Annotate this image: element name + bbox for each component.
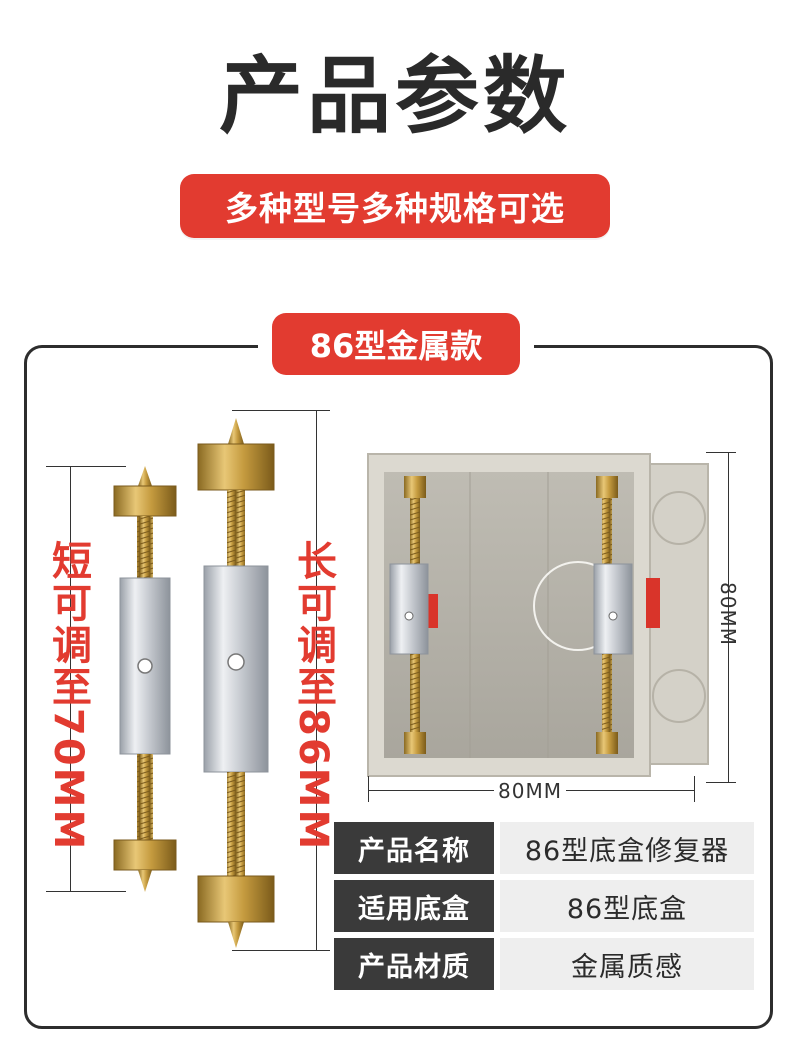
long-rod-image <box>197 418 275 948</box>
spec-row: 适用底盒 86型底盒 <box>334 880 754 932</box>
box-height-label: 80MM <box>716 582 740 646</box>
spec-table: 产品名称 86型底盒修复器 适用底盒 86型底盒 产品材质 金属质感 <box>334 822 754 996</box>
long-rod-dim-vertical <box>316 410 317 950</box>
spec-row: 产品材质 金属质感 <box>334 938 754 990</box>
box-width-label: 80MM <box>494 779 566 803</box>
short-rod-dim-bottom <box>46 891 126 892</box>
box-height-dim-bottom <box>706 782 736 783</box>
spec-value: 金属质感 <box>500 938 754 990</box>
box-width-dim-right <box>694 776 695 802</box>
box-height-dim-line <box>728 452 729 782</box>
short-rod-dim-vertical <box>70 466 71 891</box>
section-badge: 86型金属款 <box>272 313 520 375</box>
spec-key: 产品材质 <box>334 938 494 990</box>
page-title: 产品参数 <box>218 47 571 145</box>
long-rod-label: 长可调至86MM <box>290 540 336 852</box>
spec-value: 86型底盒 <box>500 880 754 932</box>
spec-row: 产品名称 86型底盒修复器 <box>334 822 754 874</box>
long-rod-dim-top <box>232 410 330 411</box>
box-height-dim-top <box>706 452 736 453</box>
short-rod-label: 短可调至70MM <box>45 540 91 852</box>
subtitle-banner: 多种型号多种规格可选 <box>180 174 610 238</box>
box-width-dim-left <box>368 776 369 802</box>
short-rod-image <box>113 466 177 892</box>
spec-key: 产品名称 <box>334 822 494 874</box>
spec-key: 适用底盒 <box>334 880 494 932</box>
short-rod-dim-top <box>46 466 126 467</box>
long-rod-dim-bottom <box>232 950 330 951</box>
spec-value: 86型底盒修复器 <box>500 822 754 874</box>
wall-box-image <box>367 453 709 777</box>
